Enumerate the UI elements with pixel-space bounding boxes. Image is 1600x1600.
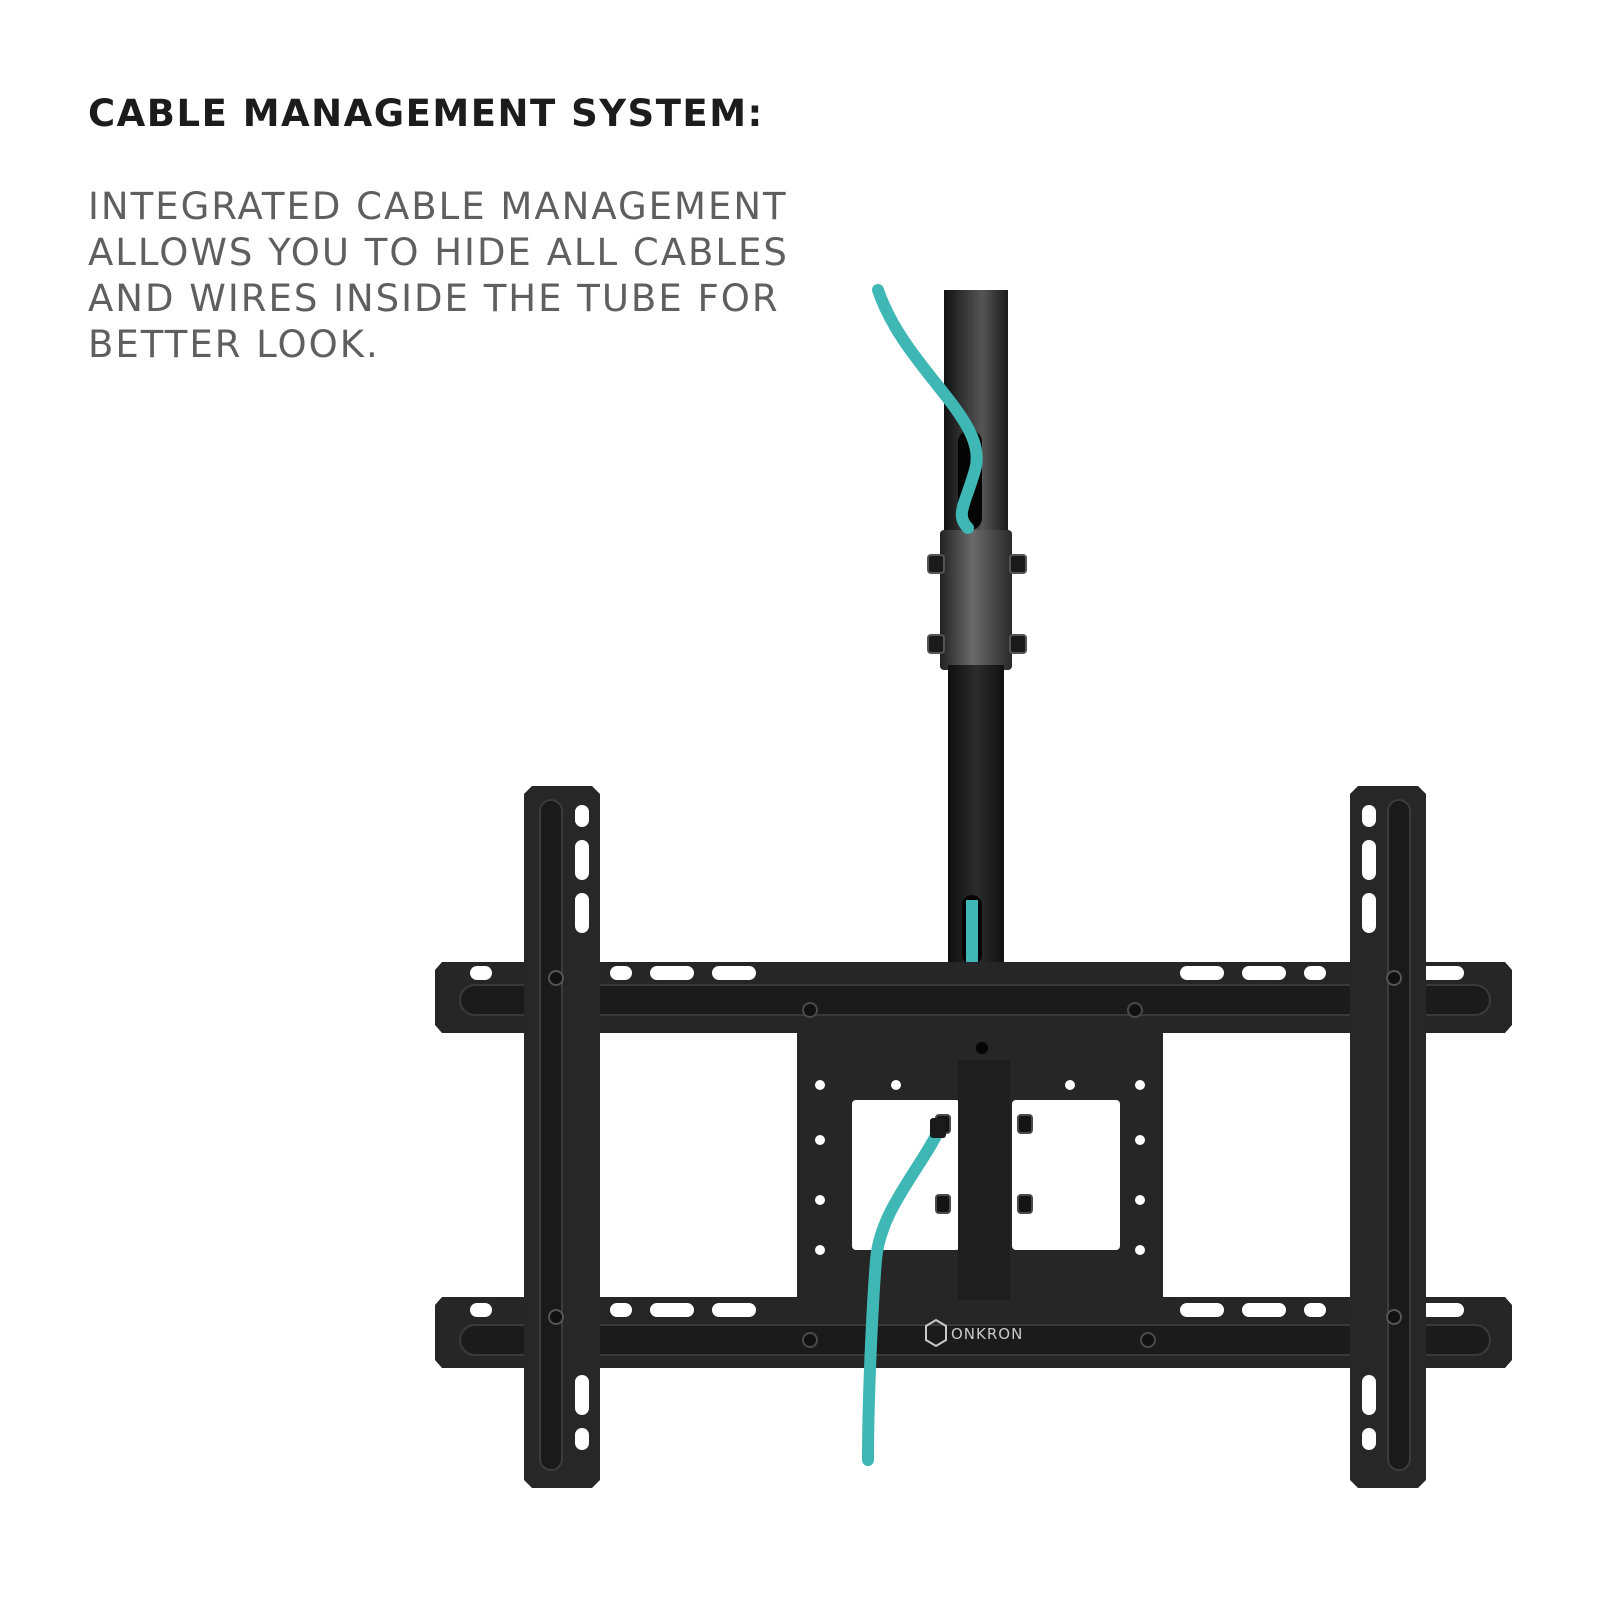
description: INTEGRATED CABLE MANAGEMENT ALLOWS YOU T…	[88, 184, 868, 368]
center-plate	[797, 1032, 1163, 1300]
description-line-4: BETTER LOOK.	[88, 323, 380, 366]
description-line-1: INTEGRATED CABLE MANAGEMENT	[88, 185, 788, 228]
horizontal-rail-bottom	[435, 1297, 1512, 1368]
vertical-bracket-left	[524, 786, 600, 1488]
description-line-2: ALLOWS YOU TO HIDE ALL CABLES	[88, 231, 789, 274]
brand-logo: ONKRON	[925, 1318, 1023, 1348]
heading: CABLE MANAGEMENT SYSTEM:	[88, 92, 764, 135]
cable-lower	[862, 1122, 946, 1466]
horizontal-rail-top	[435, 962, 1512, 1033]
brand-logo-text: ONKRON	[951, 1325, 1023, 1343]
sleeve-bolts	[927, 554, 1027, 654]
vertical-bracket-right	[1350, 786, 1426, 1488]
text-block: CABLE MANAGEMENT SYSTEM: INTEGRATED CABL…	[88, 92, 868, 368]
description-line-3: AND WIRES INSIDE THE TUBE FOR	[88, 277, 780, 320]
cable-connector	[930, 1118, 946, 1138]
pole-sleeve	[940, 530, 1012, 670]
brand-logo-icon	[925, 1318, 947, 1348]
rail-screws	[802, 1002, 1156, 1348]
cable-upper	[872, 284, 983, 534]
